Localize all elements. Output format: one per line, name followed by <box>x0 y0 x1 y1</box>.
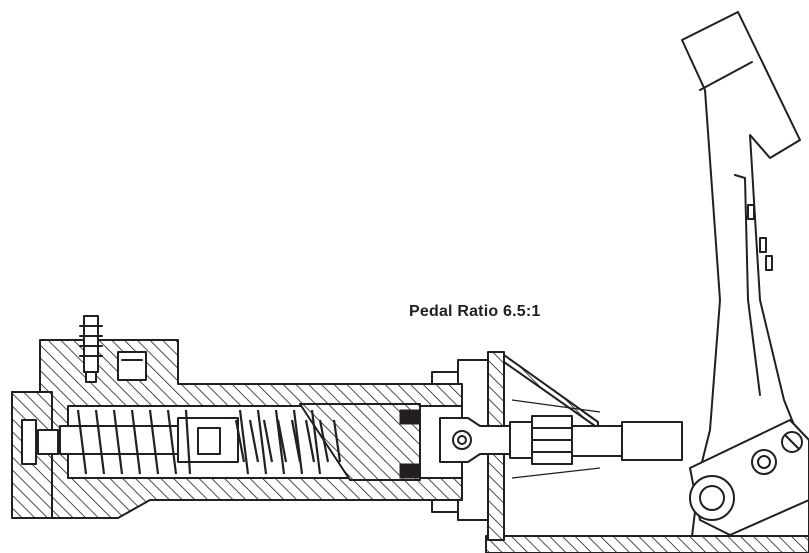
return-spring <box>76 409 322 475</box>
clevis-pushrod <box>439 399 683 479</box>
pedal-ratio-label: Pedal Ratio 6.5:1 <box>409 303 541 320</box>
inner-spring <box>234 419 342 463</box>
bleeder-nipple <box>79 315 147 383</box>
pedal-pivot-bracket <box>689 419 809 536</box>
floor-plate <box>485 535 809 553</box>
